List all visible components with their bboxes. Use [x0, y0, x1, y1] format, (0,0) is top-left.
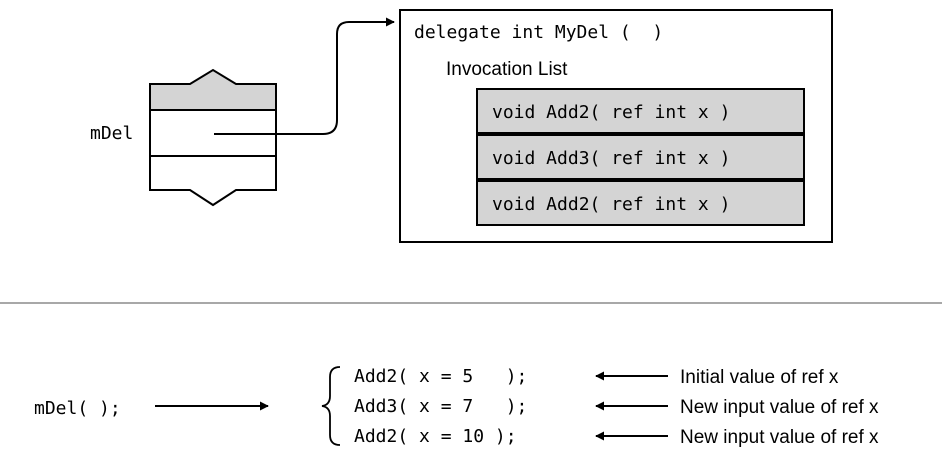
stack-shaded-top: [149, 68, 277, 111]
note-2: New input value of ref x: [680, 397, 879, 418]
call-brace: [321, 366, 341, 446]
delegate-declaration: delegate int MyDel ( ): [414, 22, 663, 43]
call-line-1: Add2( x = 5 );: [354, 366, 527, 387]
delegate-call: mDel( );: [34, 398, 121, 419]
invocation-item-3-box: [476, 180, 805, 226]
invocation-item-3: void Add2( ref int x ): [492, 194, 730, 215]
note-3: New input value of ref x: [680, 427, 879, 448]
invocation-item-2: void Add3( ref int x ): [492, 148, 730, 169]
invocation-item-1-box: [476, 88, 805, 134]
mdel-label: mDel: [90, 123, 133, 144]
mdel-variable-stack: [149, 68, 277, 207]
call-line-3: Add2( x = 10 );: [354, 426, 517, 447]
reference-arrow: [214, 17, 395, 135]
invocation-item-1: void Add2( ref int x ): [492, 102, 730, 123]
invocation-item-2-box: [476, 134, 805, 180]
invocation-list-title: Invocation List: [446, 59, 568, 80]
stack-bottom: [149, 155, 277, 207]
note-1: Initial value of ref x: [680, 367, 839, 388]
call-line-2: Add3( x = 7 );: [354, 396, 527, 417]
